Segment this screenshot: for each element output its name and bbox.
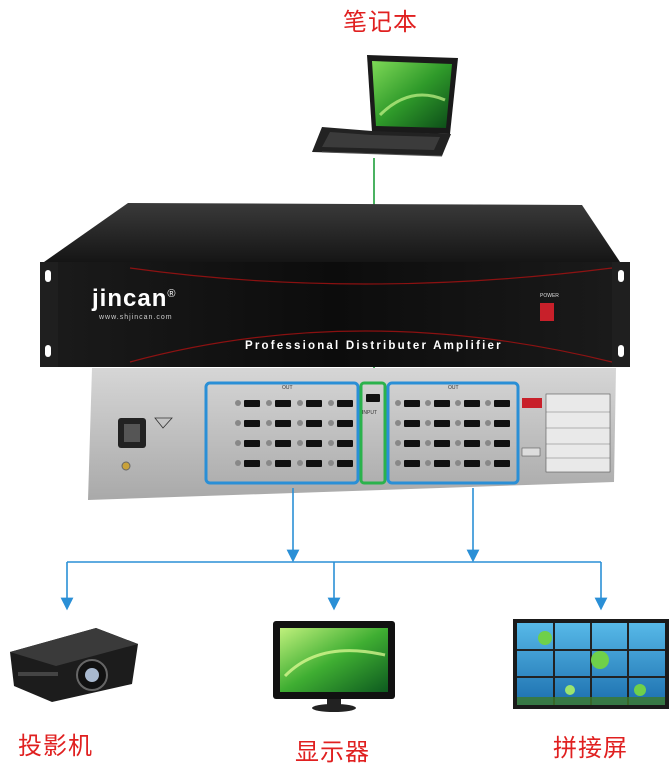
- port-screw: [266, 440, 272, 446]
- hdmi-port[interactable]: [306, 460, 322, 467]
- port-screw: [485, 460, 491, 466]
- hdmi-port[interactable]: [464, 400, 480, 407]
- video-wall-icon: [513, 619, 669, 709]
- port-screw: [395, 440, 401, 446]
- hdmi-port[interactable]: [244, 400, 260, 407]
- port-screw: [266, 420, 272, 426]
- port-screw: [297, 440, 303, 446]
- laptop-label: 笔记本: [343, 8, 418, 36]
- hdmi-port[interactable]: [306, 440, 322, 447]
- hdmi-port[interactable]: [337, 460, 353, 467]
- port-screw: [266, 460, 272, 466]
- hdmi-port[interactable]: [244, 440, 260, 447]
- laptop-icon: [312, 55, 458, 157]
- input-block: [359, 381, 387, 485]
- projector-label: 投影机: [18, 732, 93, 760]
- port-screw: [328, 400, 334, 406]
- port-screw: [328, 460, 334, 466]
- dip-switch[interactable]: [522, 398, 542, 408]
- hdmi-port[interactable]: [494, 420, 510, 427]
- hdmi-port[interactable]: [494, 400, 510, 407]
- projector-icon: [10, 628, 138, 702]
- port-screw: [297, 460, 303, 466]
- port-screw: [235, 420, 241, 426]
- hdmi-port[interactable]: [464, 420, 480, 427]
- hdmi-port[interactable]: [337, 420, 353, 427]
- port-screw: [485, 440, 491, 446]
- port-screw: [455, 420, 461, 426]
- hdmi-port[interactable]: [337, 440, 353, 447]
- port-screw: [485, 400, 491, 406]
- distributor-back-panel: [88, 368, 616, 500]
- port-screw: [266, 400, 272, 406]
- hdmi-port[interactable]: [404, 440, 420, 447]
- port-screw: [455, 400, 461, 406]
- power-button[interactable]: [540, 303, 554, 321]
- hdmi-port[interactable]: [275, 460, 291, 467]
- hdmi-port[interactable]: [404, 460, 420, 467]
- hdmi-port[interactable]: [337, 400, 353, 407]
- port-screw: [455, 460, 461, 466]
- port-screw: [395, 460, 401, 466]
- input-label: INPUT: [362, 410, 377, 416]
- hdmi-port[interactable]: [306, 400, 322, 407]
- hdmi-port[interactable]: [306, 420, 322, 427]
- hdmi-port[interactable]: [434, 400, 450, 407]
- port-screw: [235, 460, 241, 466]
- brand-logo: jincan®: [92, 285, 177, 312]
- hdmi-port[interactable]: [494, 460, 510, 467]
- port-screw: [235, 400, 241, 406]
- port-screw: [455, 440, 461, 446]
- output-label-left: OUT: [282, 385, 293, 391]
- port-screw: [425, 440, 431, 446]
- hdmi-port[interactable]: [434, 440, 450, 447]
- port-screw: [297, 420, 303, 426]
- hdmi-port[interactable]: [494, 440, 510, 447]
- power-label: POWER: [540, 293, 559, 299]
- monitor-icon: [273, 621, 395, 712]
- port-screw: [485, 420, 491, 426]
- hdmi-port[interactable]: [275, 400, 291, 407]
- hdmi-port[interactable]: [275, 440, 291, 447]
- hdmi-port[interactable]: [404, 420, 420, 427]
- hdmi-port[interactable]: [244, 420, 260, 427]
- hdmi-port[interactable]: [464, 460, 480, 467]
- port-screw: [297, 400, 303, 406]
- video-wall-label: 拼接屏: [553, 734, 628, 762]
- port-screw: [395, 420, 401, 426]
- hdmi-port[interactable]: [464, 440, 480, 447]
- hdmi-port[interactable]: [434, 460, 450, 467]
- hdmi-port[interactable]: [275, 420, 291, 427]
- hdmi-port[interactable]: [434, 420, 450, 427]
- output-block-right: [386, 381, 520, 485]
- model-name: Professional Distributer Amplifier: [245, 340, 503, 352]
- port-screw: [425, 460, 431, 466]
- port-screw: [328, 420, 334, 426]
- output-signal-lines: [60, 488, 608, 611]
- hdmi-port[interactable]: [244, 460, 260, 467]
- port-screw: [395, 400, 401, 406]
- output-block-left: [204, 381, 360, 485]
- brand-website: www.shjincan.com: [99, 314, 173, 321]
- port-screw: [425, 420, 431, 426]
- monitor-label: 显示器: [295, 738, 370, 766]
- port-screw: [235, 440, 241, 446]
- port-screw: [425, 400, 431, 406]
- hdmi-port[interactable]: [404, 400, 420, 407]
- output-label-right: OUT: [448, 385, 459, 391]
- distributor-chassis: [40, 203, 630, 367]
- port-screw: [328, 440, 334, 446]
